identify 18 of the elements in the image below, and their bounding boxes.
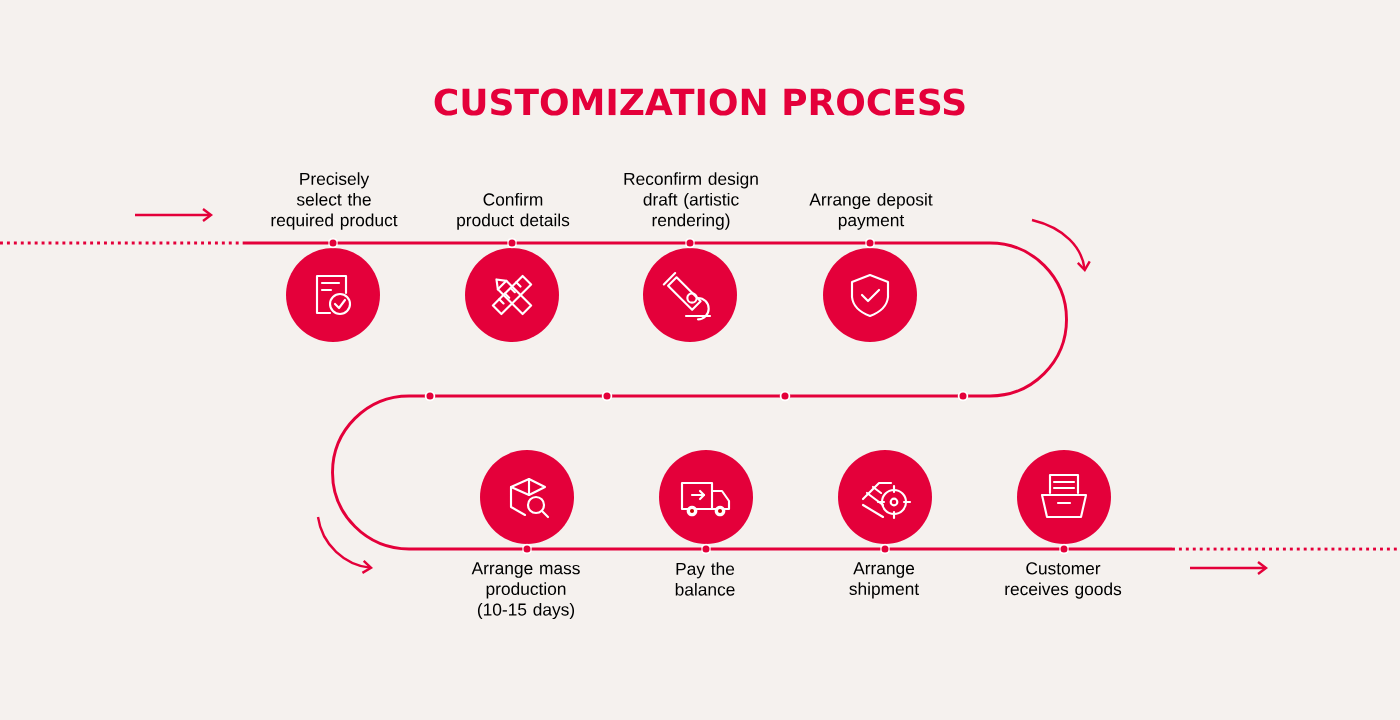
- step-label: Arrange deposit payment: [809, 192, 933, 230]
- connector-line: [710, 547, 881, 551]
- connector-line: [694, 241, 866, 245]
- title: CUSTOMIZATION PROCESS: [434, 88, 965, 116]
- connector-line: [245, 241, 329, 245]
- connector-line: [516, 241, 686, 245]
- step-label: Arrange mass production (10-15 days): [471, 562, 580, 620]
- step-label: Precisely select the required product: [271, 172, 398, 230]
- connector-line: [1068, 547, 1172, 551]
- connector-line: [331, 241, 1068, 551]
- connector-line: [889, 547, 1060, 551]
- step-label: Customer receives goods: [1005, 562, 1122, 599]
- step-label: Pay the balance: [675, 562, 735, 596]
- connector-line: [531, 547, 702, 551]
- step-label: Confirm product details: [457, 192, 570, 230]
- step-label: Reconfirm design draft (artistic rendering): [624, 172, 758, 230]
- connector-line: [337, 241, 508, 245]
- step-label: Arrange shipment: [849, 562, 920, 599]
